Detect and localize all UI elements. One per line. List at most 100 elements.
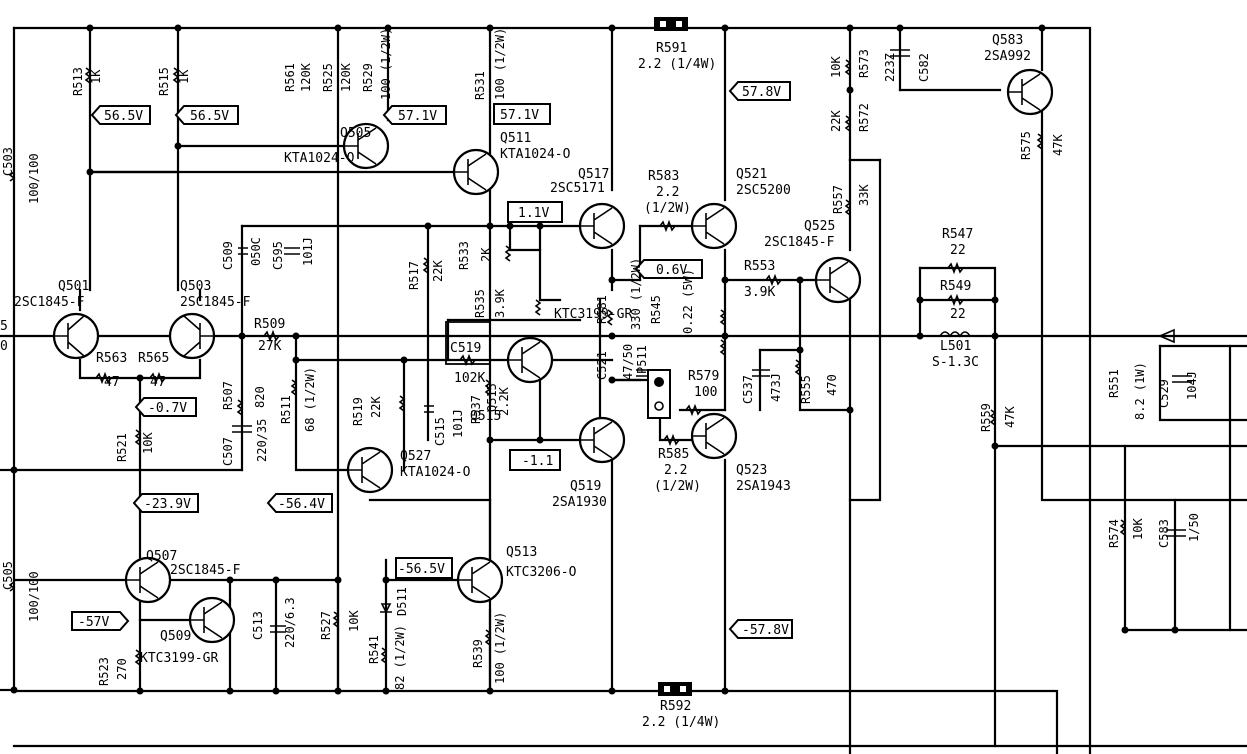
svg-text:R549: R549 bbox=[940, 279, 971, 294]
vlabel-r523-val: 270 bbox=[115, 658, 129, 680]
resistor-r592: R592 2.2 (1/4W) bbox=[642, 682, 720, 730]
transistor-q525: Q525 2SC1845-F bbox=[764, 219, 862, 304]
q503-ref: Q503 bbox=[180, 279, 211, 294]
svg-text:2.2 (1/4W): 2.2 (1/4W) bbox=[638, 57, 716, 72]
vlabel-c521-val: 47/50 bbox=[621, 344, 635, 380]
q501-ref: Q501 bbox=[58, 279, 89, 294]
svg-text:5: 5 bbox=[0, 319, 8, 334]
transistor-q503: Q503 2SC1845-F bbox=[168, 279, 251, 360]
svg-text:R547: R547 bbox=[942, 227, 973, 242]
q507-ref: Q507 bbox=[146, 549, 177, 564]
vlabel-r539-val: 100 (1/2W) bbox=[493, 612, 507, 684]
q515-ref: Q515 bbox=[470, 409, 501, 424]
vlabel-r541-val: 82 (1/2W) bbox=[393, 625, 407, 690]
svg-text:R565: R565 bbox=[138, 351, 169, 366]
svg-text:-57.8V: -57.8V bbox=[742, 623, 789, 638]
svg-text:56.5V: 56.5V bbox=[190, 109, 229, 124]
vlabel-c529-ref: C529 bbox=[1157, 379, 1171, 408]
vlabel-r525-val: 120K bbox=[339, 62, 353, 92]
vlabel-r551-val: 8.2 (1W) bbox=[1133, 362, 1147, 420]
vlabel-c515-ref: C515 bbox=[433, 417, 447, 446]
vlabel-r574-val: 10K bbox=[1131, 518, 1145, 540]
vlabel-d511-ref: D511 bbox=[395, 587, 409, 616]
vlabel-r581-val: 330 (1/2W) bbox=[629, 258, 643, 330]
svg-text:R553: R553 bbox=[744, 259, 775, 274]
vlabel-c509-val: 050C bbox=[249, 237, 263, 266]
vlabel-r545-ref: R545 bbox=[649, 295, 663, 324]
voltage-tag-minus-57-8: -57.8V bbox=[728, 619, 793, 639]
transistor-q501: Q501 2SC1845-F bbox=[14, 279, 100, 360]
vlabel-c582-val: 223Z bbox=[883, 53, 897, 82]
svg-text:2.2: 2.2 bbox=[664, 463, 687, 478]
vlabel-c583-ref: C583 bbox=[1157, 519, 1171, 548]
transistor-q509: Q509 KTC3199-GR bbox=[140, 596, 236, 666]
vlabel-p511-ref: P511 bbox=[635, 345, 649, 374]
q521-part: 2SC5200 bbox=[736, 183, 791, 198]
vlabel-r557-val: 33K bbox=[857, 184, 871, 206]
svg-text:-56.5V: -56.5V bbox=[398, 562, 445, 577]
svg-text:57.1V: 57.1V bbox=[398, 109, 437, 124]
q523-part: 2SA1943 bbox=[736, 479, 791, 494]
vlabel-r559-ref: R559 bbox=[979, 403, 993, 432]
svg-text:0: 0 bbox=[0, 339, 8, 354]
resistor-r591: R591 2.2 (1/4W) bbox=[638, 17, 716, 72]
q501-part: 2SC1845-F bbox=[14, 295, 85, 310]
junction-dots bbox=[10, 24, 1179, 695]
svg-text:1.1V: 1.1V bbox=[518, 206, 549, 221]
vlabel-c513-val: 220/6.3 bbox=[283, 597, 297, 648]
svg-text:0.6V: 0.6V bbox=[656, 263, 687, 278]
vlabel-r557-ref: R557 bbox=[831, 185, 845, 214]
vlabel-c505-val: 100/100 bbox=[27, 571, 41, 622]
transistor-q505: Q505 KTA1024-O bbox=[284, 122, 390, 170]
transistor-q515: Q515 KTC3199-GR bbox=[470, 307, 632, 424]
q513-ref: Q513 bbox=[506, 545, 537, 560]
vlabel-r531-val: 100 (1/2W) bbox=[493, 28, 507, 100]
vlabel-r517-val: 22K bbox=[431, 260, 445, 282]
q519-ref: Q519 bbox=[570, 479, 601, 494]
svg-text:56.5V: 56.5V bbox=[104, 109, 143, 124]
voltage-tag-0-6: 0.6V bbox=[634, 259, 703, 279]
vlabel-r527-ref: R527 bbox=[319, 611, 333, 640]
vlabel-r545-val: 0.22 (5W) bbox=[681, 269, 695, 334]
vlabel-r523-ref: R523 bbox=[97, 657, 111, 686]
svg-text:R563: R563 bbox=[96, 351, 127, 366]
voltage-tag-57-8: 57.8V bbox=[728, 81, 791, 101]
q517-ref: Q517 bbox=[578, 167, 609, 182]
vlabel-r511-ref: R511 bbox=[279, 395, 293, 424]
vlabel-c537-val: 473J bbox=[769, 373, 783, 402]
q523-ref: Q523 bbox=[736, 463, 767, 478]
svg-text:R591: R591 bbox=[656, 41, 687, 56]
vlabel-r575-val: 47K bbox=[1051, 134, 1065, 156]
transistor-q523: Q523 2SA1943 bbox=[690, 412, 791, 494]
svg-text:102K: 102K bbox=[454, 371, 485, 386]
vlabel-c513-ref: C513 bbox=[251, 611, 265, 640]
transistor-q507: Q507 2SC1845-F bbox=[124, 549, 241, 604]
vlabel-c529-val: 104J bbox=[1185, 371, 1199, 400]
q509-part: KTC3199-GR bbox=[140, 651, 218, 666]
svg-text:R579: R579 bbox=[688, 369, 719, 384]
svg-text:57.1V: 57.1V bbox=[500, 108, 539, 123]
svg-text:2.2: 2.2 bbox=[656, 185, 679, 200]
q505-part: KTA1024-O bbox=[284, 151, 355, 166]
q513-part: KTC3206-O bbox=[506, 565, 577, 580]
q583-ref: Q583 bbox=[992, 33, 1023, 48]
vlabel-r517-ref: R517 bbox=[407, 261, 421, 290]
vlabel-r521-val: 10K bbox=[141, 432, 155, 454]
transistor-q513: Q513 KTC3206-O bbox=[456, 545, 577, 604]
voltage-tag-1-1: 1.1V bbox=[507, 201, 563, 223]
q527-part: KTA1024-O bbox=[400, 465, 471, 480]
vlabel-c503-val: 100/100 bbox=[27, 153, 41, 204]
vlabel-r519-ref: R519 bbox=[351, 397, 365, 426]
svg-text:22: 22 bbox=[950, 243, 966, 258]
vlabel-r533-ref: R533 bbox=[457, 241, 471, 270]
q511-ref: Q511 bbox=[500, 131, 531, 146]
voltage-tag-minus-56-4: -56.4V bbox=[266, 493, 333, 513]
svg-text:-57V: -57V bbox=[78, 615, 109, 630]
vlabel-c521-ref: C521 bbox=[595, 351, 609, 380]
q525-ref: Q525 bbox=[804, 219, 835, 234]
vlabel-c509-ref: C509 bbox=[221, 241, 235, 270]
q519-part: 2SA1930 bbox=[552, 495, 607, 510]
voltage-tag-minus-0-7: -0.7V bbox=[134, 397, 197, 417]
vlabel-r513-ref: R513 bbox=[71, 67, 85, 96]
